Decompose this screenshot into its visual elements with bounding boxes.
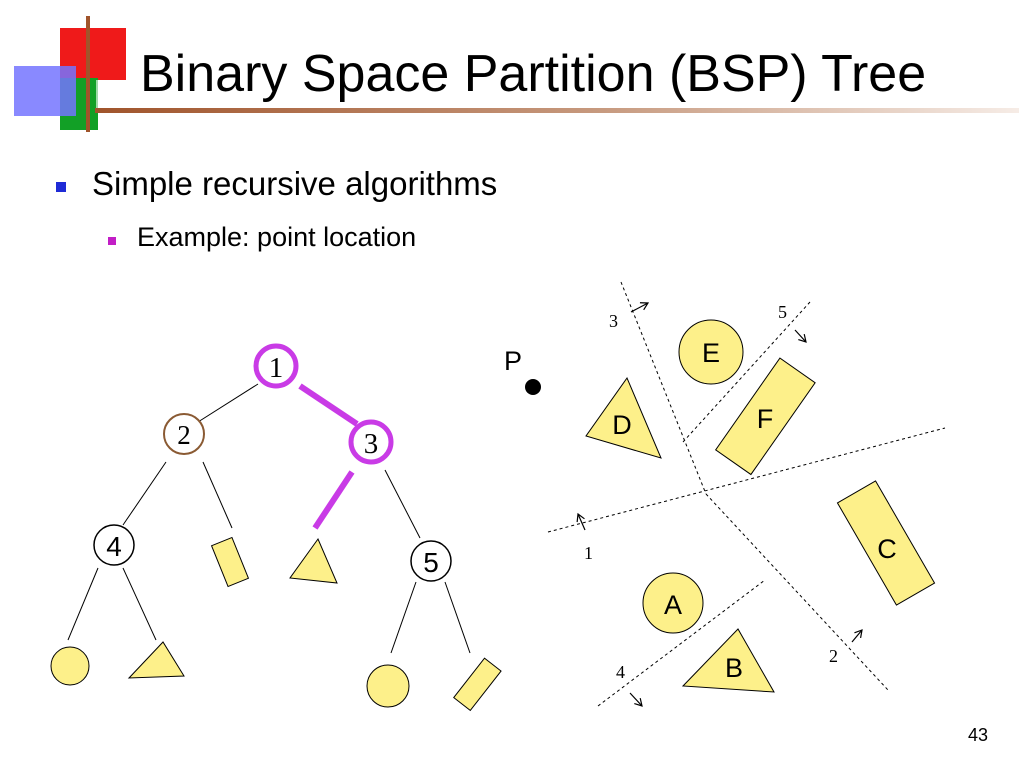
tree-node-4-label: 4 (106, 531, 122, 562)
object-b-label: B (725, 653, 743, 683)
partition-label-2: 2 (829, 646, 838, 666)
object-d-label: D (612, 410, 632, 440)
tree-leaf-circle-2 (366, 664, 410, 708)
object-a-label: A (664, 590, 682, 620)
object-e-circle (678, 319, 744, 385)
direction-arrow-5 (794, 329, 807, 343)
tree-node-5 (410, 540, 452, 582)
tree-leaf-triangle-1 (289, 537, 338, 584)
object-e-label: E (702, 338, 720, 368)
tree-node-1-label: 1 (269, 352, 284, 384)
partition-line-3 (620, 281, 707, 495)
partition-label-4: 4 (616, 662, 625, 682)
bsp-tree: 1 2 3 4 5 (50, 343, 502, 712)
object-f-label: F (757, 404, 774, 434)
tree-node-2-label: 2 (177, 420, 191, 450)
direction-arrow-4 (629, 692, 643, 707)
tree-edge-2-4 (122, 461, 167, 526)
slide-title: Binary Space Partition (BSP) Tree (140, 45, 927, 103)
partition-line-2 (705, 493, 889, 691)
logo-white-square (96, 80, 136, 112)
object-c-label: C (877, 534, 897, 564)
title-underline (95, 108, 1019, 113)
tree-node-3-label: 3 (364, 428, 379, 460)
query-point (525, 379, 541, 395)
tree-node-2 (163, 413, 205, 455)
partition-label-3: 3 (609, 311, 618, 331)
partition-line-5 (682, 301, 811, 443)
tree-edge-4-circle (67, 567, 99, 641)
tree-leaf-triangle-2 (127, 641, 185, 679)
tree-path-highlight-3-leaf (312, 470, 355, 530)
tree-node-4 (93, 524, 135, 566)
tree-path-highlight-1-3 (298, 383, 359, 427)
bullet-text-2: Example: point location (137, 222, 417, 252)
bullet-text-1: Simple recursive algorithms (92, 165, 498, 202)
bullet-square-level2 (108, 237, 116, 245)
partition-line-1 (547, 427, 946, 533)
tree-node-5-label: 5 (423, 547, 439, 578)
tree-edge-3-5 (384, 469, 421, 539)
partition-label-5: 5 (778, 302, 787, 322)
object-f-rectangle (714, 357, 816, 476)
bullet-square-level1 (56, 182, 66, 192)
tree-edge-5-rect (444, 581, 471, 654)
logo-blue-square (14, 66, 76, 116)
object-d-triangle (585, 376, 662, 459)
tree-edge-5-circle (390, 581, 417, 654)
tree-leaf-rectangle-2 (453, 657, 502, 712)
tree-leaf-rectangle-1 (210, 536, 250, 588)
tree-edge-2-leaf (202, 461, 233, 529)
logo-vertical-rule (86, 16, 90, 132)
space-partition: 1 2 3 4 5 P E D F C A B (504, 281, 946, 707)
direction-arrow-1 (576, 512, 586, 531)
page-number: 43 (968, 725, 989, 745)
logo-decoration (0, 0, 140, 135)
tree-node-1 (253, 343, 299, 389)
tree-edge-1-2 (197, 383, 259, 423)
object-b-triangle (681, 628, 775, 693)
object-a-circle (642, 572, 704, 634)
direction-arrow-2 (851, 629, 863, 643)
object-c-rectangle (836, 480, 936, 606)
tree-edge-4-triangle (122, 567, 157, 641)
tree-node-3 (348, 419, 394, 465)
partition-line-4 (597, 579, 766, 707)
tree-leaf-circle-1 (50, 646, 90, 686)
query-point-label: P (504, 346, 522, 376)
partition-label-1: 1 (584, 543, 593, 563)
direction-arrow-3 (630, 302, 650, 313)
